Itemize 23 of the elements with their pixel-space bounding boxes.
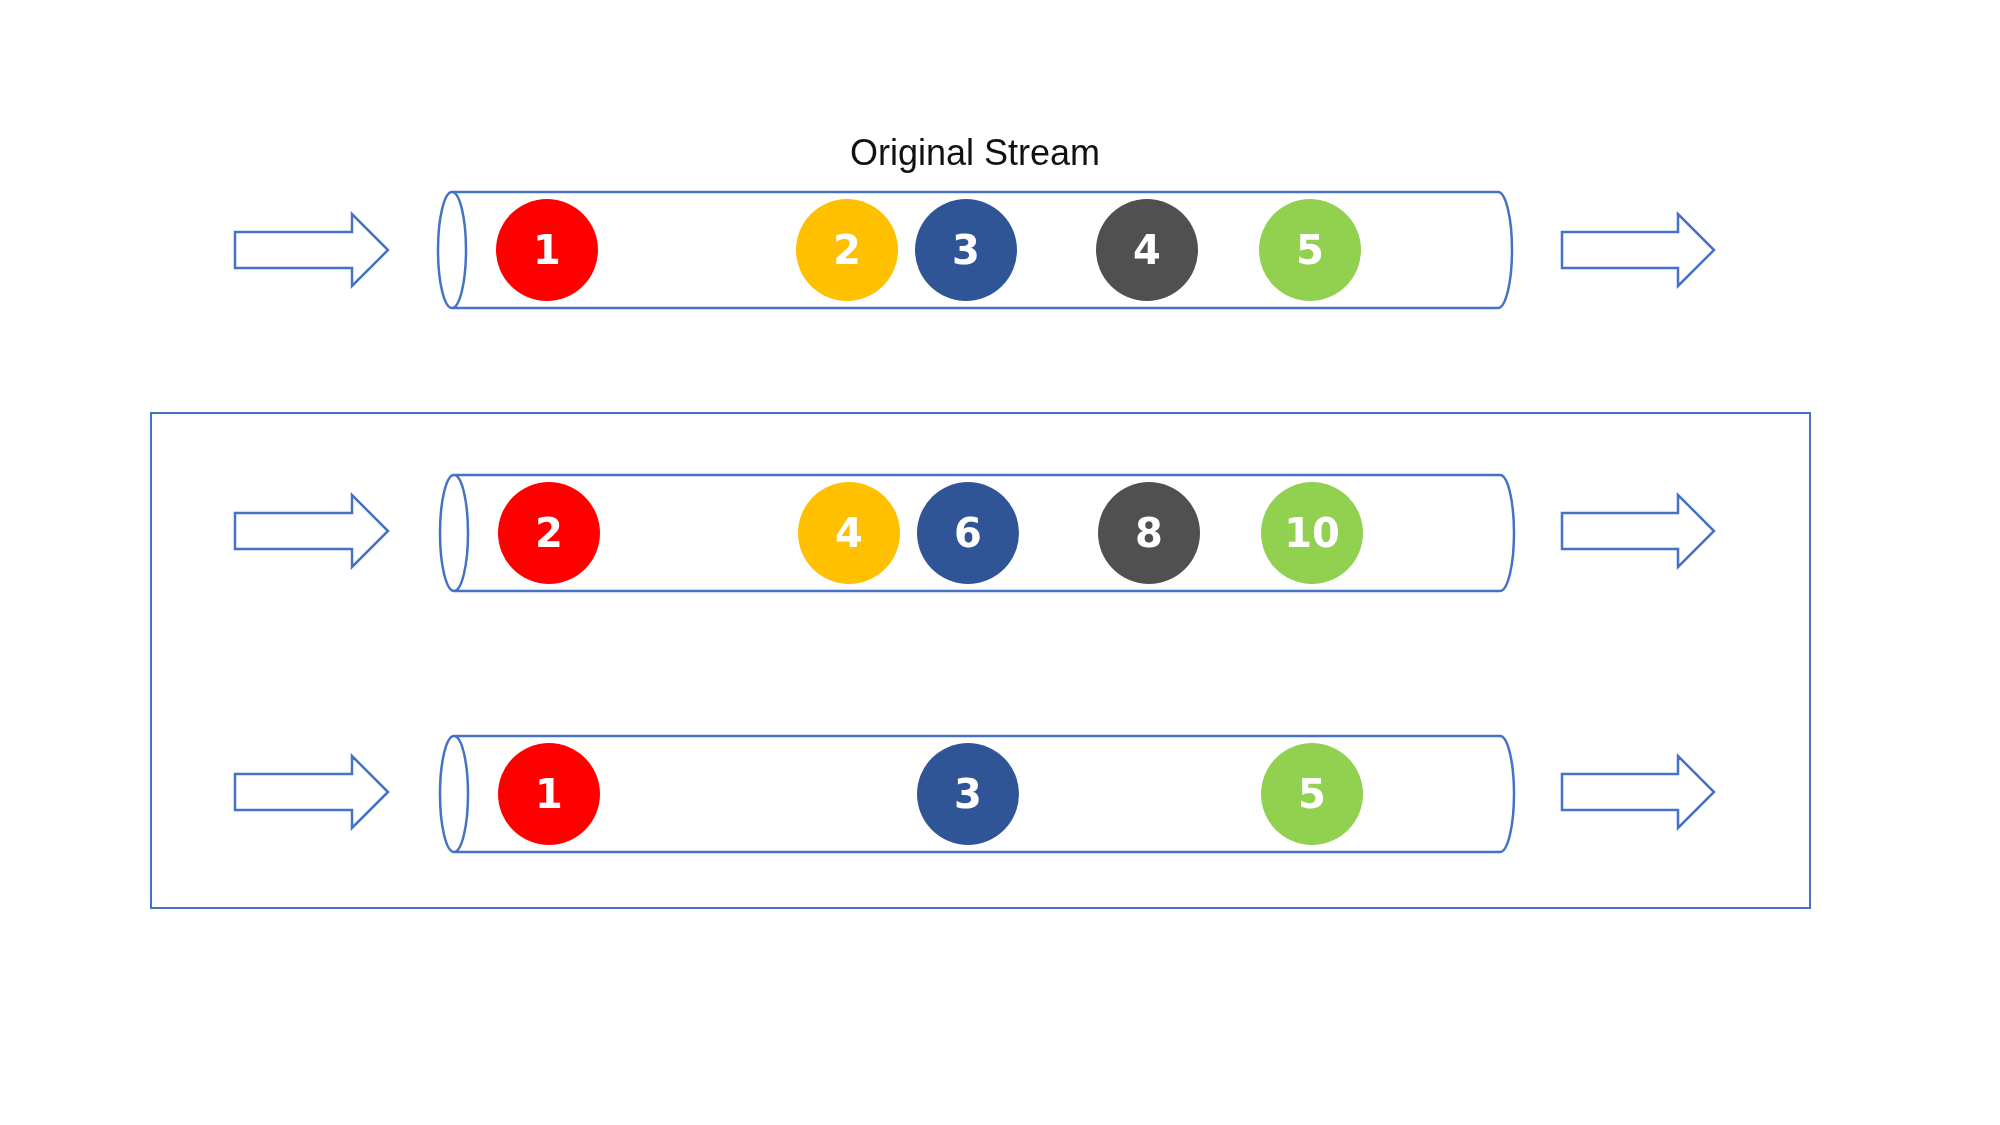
numbered-circle: 6 [917,482,1019,584]
block-arrow [233,753,390,831]
numbered-circle: 2 [498,482,600,584]
block-arrow [233,211,390,289]
block-arrow [1560,211,1716,289]
stream-pipe [438,734,1516,854]
numbered-circle: 1 [498,743,600,845]
numbered-circle: 8 [1098,482,1200,584]
stream-pipe [438,473,1516,593]
numbered-circle: 3 [917,743,1019,845]
numbered-circle: 10 [1261,482,1363,584]
block-arrow [233,492,390,570]
numbered-circle: 4 [798,482,900,584]
stream-title: Original Stream [848,132,1102,174]
block-arrow [1560,753,1716,831]
numbered-circle: 4 [1096,199,1198,301]
numbered-circle: 5 [1259,199,1361,301]
group-frame [150,412,1811,909]
numbered-circle: 3 [915,199,1017,301]
numbered-circle: 2 [796,199,898,301]
block-arrow [1560,492,1716,570]
numbered-circle: 5 [1261,743,1363,845]
numbered-circle: 1 [496,199,598,301]
